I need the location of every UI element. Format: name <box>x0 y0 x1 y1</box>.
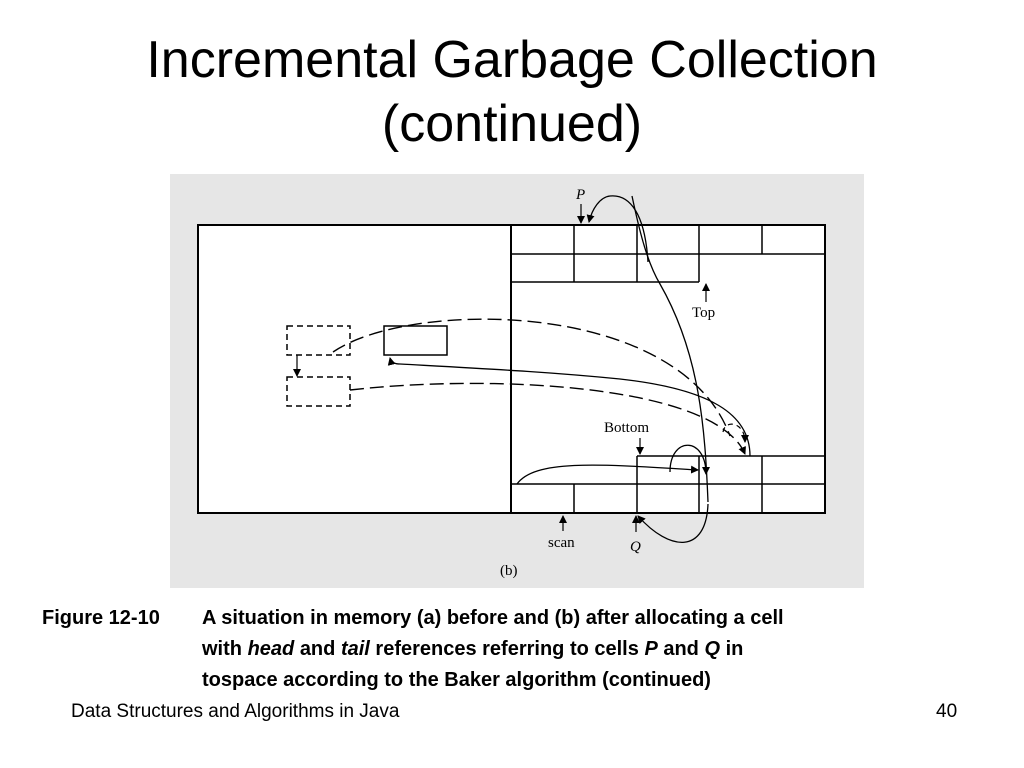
caption-head: head <box>247 638 295 660</box>
top-cell-block <box>511 225 825 283</box>
label-bottom: Bottom <box>604 420 649 436</box>
caption-q: Q <box>704 638 721 660</box>
new-cell <box>383 325 448 356</box>
caption-p: P <box>644 638 658 660</box>
caption-body: A situation in memory (a) before and (b)… <box>202 603 982 696</box>
fromspace-tail-cell <box>286 376 351 407</box>
dashed-reference-3 <box>722 423 749 443</box>
slide-title: Incremental Garbage Collection (continue… <box>0 28 1024 156</box>
p-reference-curve <box>586 195 649 263</box>
label-q: Q <box>630 539 641 555</box>
dashed-reference-2 <box>349 382 746 455</box>
caption-line-3: tospace according to the Baker algorithm… <box>202 669 711 691</box>
caption-line-2: with head and tail references referring … <box>202 638 744 660</box>
bottom-loop-curve <box>669 444 710 475</box>
caption-figure-number: Figure 12-10 <box>42 607 160 629</box>
title-line-1: Incremental Garbage Collection <box>146 31 878 89</box>
bottom-cell-block <box>511 455 825 513</box>
label-panel-b: (b) <box>500 563 518 579</box>
dashed-reference-1 <box>332 318 731 437</box>
footer-page-number: 40 <box>936 701 958 722</box>
footer-course-title: Data Structures and Algorithms in Java <box>71 701 400 722</box>
memory-diagram: P Top Bottom scan Q (b) <box>197 187 826 579</box>
label-scan: scan <box>548 535 575 551</box>
title-line-2: (continued) <box>381 95 643 153</box>
caption-line-1: A situation in memory (a) before and (b)… <box>202 607 784 629</box>
q-reference-curve <box>637 503 709 543</box>
long-reference-curve <box>631 195 709 503</box>
fromspace-head-cell <box>286 325 351 356</box>
new-cell-reference <box>387 357 751 457</box>
scan-reference-curve <box>516 464 699 485</box>
memory-figure: P Top Bottom scan Q (b) <box>170 174 864 588</box>
label-p: P <box>575 187 585 203</box>
caption-tail: tail <box>340 638 370 660</box>
label-top: Top <box>692 305 715 321</box>
